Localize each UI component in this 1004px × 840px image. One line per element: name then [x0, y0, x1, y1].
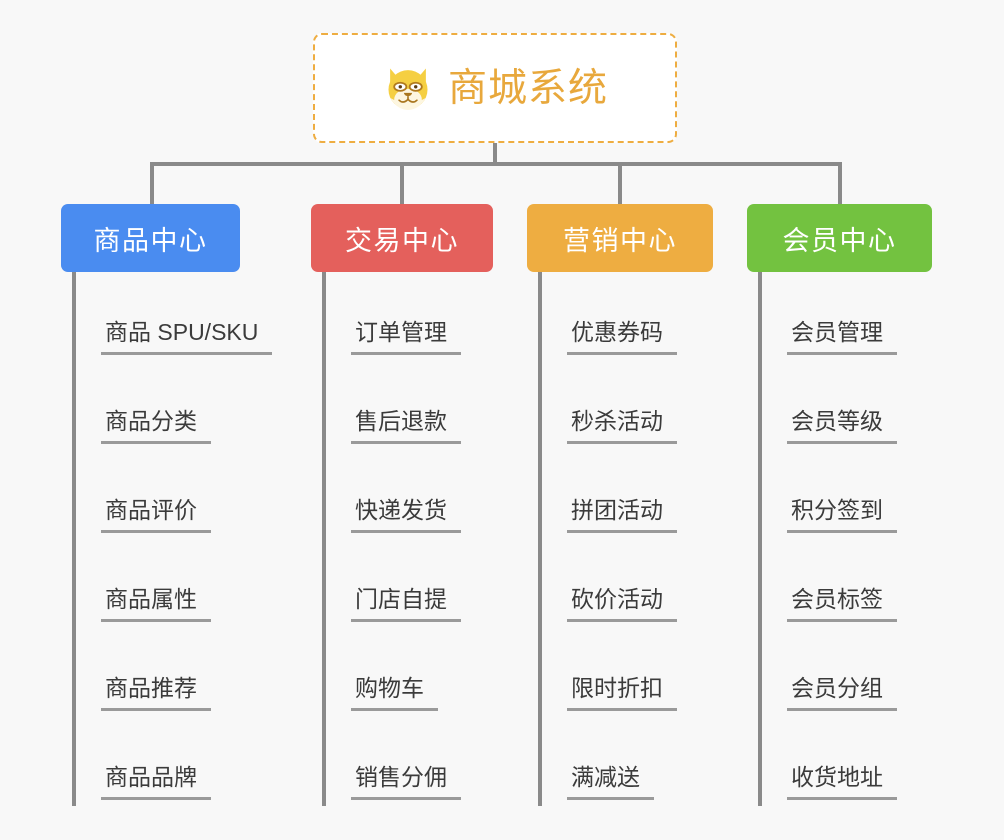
leaf-label: 门店自提 [351, 586, 461, 622]
branch-column-1: 交易中心 订单管理 售后退款 快递发货 门店自提 购物车 销售分佣 [311, 204, 493, 806]
branch-header-2[interactable]: 营销中心 [527, 204, 713, 272]
leaf-label: 秒杀活动 [567, 408, 677, 444]
leaf-item[interactable]: 优惠券码 [527, 272, 713, 361]
connector-bus [150, 162, 842, 166]
leaf-item[interactable]: 会员管理 [747, 272, 932, 361]
branch-header-label: 营销中心 [563, 225, 677, 256]
connector-drop-1 [150, 162, 154, 206]
leaf-item[interactable]: 会员分组 [747, 628, 932, 717]
leaf-item[interactable]: 订单管理 [311, 272, 493, 361]
leaf-item[interactable]: 门店自提 [311, 539, 493, 628]
leaf-item[interactable]: 购物车 [311, 628, 493, 717]
leaf-label: 拼团活动 [567, 497, 677, 533]
leaf-label: 限时折扣 [567, 675, 677, 711]
branch-header-3[interactable]: 会员中心 [747, 204, 932, 272]
leaf-item[interactable]: 会员等级 [747, 361, 932, 450]
branch-header-1[interactable]: 交易中心 [311, 204, 493, 272]
leaf-label: 会员标签 [787, 586, 897, 622]
branch-header-label: 会员中心 [782, 225, 897, 256]
leaf-item[interactable]: 商品推荐 [61, 628, 272, 717]
leaf-label: 销售分佣 [351, 764, 461, 800]
leaf-list-0: 商品 SPU/SKU 商品分类 商品评价 商品属性 商品推荐 商品品牌 [61, 272, 273, 806]
branch-header-0[interactable]: 商品中心 [61, 204, 240, 272]
root-title: 商城系统 [447, 66, 608, 110]
leaf-item[interactable]: 满减送 [527, 717, 713, 806]
leaf-item[interactable]: 售后退款 [311, 361, 493, 450]
leaf-label: 订单管理 [351, 319, 461, 355]
leaf-label: 会员管理 [787, 319, 897, 355]
leaf-item[interactable]: 商品分类 [61, 361, 272, 450]
leaf-list-1: 订单管理 售后退款 快递发货 门店自提 购物车 销售分佣 [311, 272, 493, 806]
leaf-item[interactable]: 商品评价 [61, 450, 272, 539]
branch-spine-0 [72, 272, 76, 806]
leaf-list-2: 优惠券码 秒杀活动 拼团活动 砍价活动 限时折扣 满减送 [527, 272, 713, 806]
connector-root-stem [493, 143, 497, 164]
branch-spine-2 [538, 272, 542, 806]
leaf-label: 优惠券码 [567, 319, 677, 355]
branch-column-3: 会员中心 会员管理 会员等级 积分签到 会员标签 会员分组 收货地址 [747, 204, 932, 806]
root-node[interactable]: 商城系统 [313, 33, 677, 143]
leaf-label: 售后退款 [351, 408, 461, 444]
leaf-label: 会员等级 [787, 408, 897, 444]
leaf-item[interactable]: 收货地址 [747, 717, 932, 806]
leaf-label: 商品分类 [101, 408, 211, 444]
leaf-label: 商品评价 [101, 497, 211, 533]
leaf-label: 砍价活动 [567, 586, 677, 622]
leaf-label: 满减送 [567, 764, 654, 800]
leaf-label: 商品属性 [101, 586, 211, 622]
leaf-label: 收货地址 [787, 764, 897, 800]
leaf-item[interactable]: 商品属性 [61, 539, 272, 628]
leaf-item[interactable]: 销售分佣 [311, 717, 493, 806]
leaf-item[interactable]: 快递发货 [311, 450, 493, 539]
leaf-label: 商品品牌 [101, 764, 211, 800]
leaf-item[interactable]: 会员标签 [747, 539, 932, 628]
leaf-label: 商品推荐 [101, 675, 211, 711]
leaf-item[interactable]: 商品 SPU/SKU [61, 272, 273, 361]
branch-spine-3 [758, 272, 762, 806]
leaf-label: 会员分组 [787, 675, 897, 711]
leaf-label: 积分签到 [787, 497, 897, 533]
leaf-label: 商品 SPU/SKU [101, 319, 273, 355]
leaf-item[interactable]: 限时折扣 [527, 628, 713, 717]
branch-header-label: 交易中心 [345, 225, 459, 256]
leaf-item[interactable]: 商品品牌 [61, 717, 272, 806]
leaf-list-3: 会员管理 会员等级 积分签到 会员标签 会员分组 收货地址 [747, 272, 932, 806]
leaf-item[interactable]: 秒杀活动 [527, 361, 713, 450]
shiba-inu-face-icon [388, 68, 428, 110]
leaf-item[interactable]: 积分签到 [747, 450, 932, 539]
leaf-label: 购物车 [351, 675, 438, 711]
branch-column-2: 营销中心 优惠券码 秒杀活动 拼团活动 砍价活动 限时折扣 满减送 [527, 204, 713, 806]
leaf-item[interactable]: 拼团活动 [527, 450, 713, 539]
leaf-item[interactable]: 砍价活动 [527, 539, 713, 628]
branch-spine-1 [322, 272, 326, 806]
branch-column-0: 商品中心 商品 SPU/SKU 商品分类 商品评价 商品属性 商品推荐 商品品牌 [61, 204, 273, 806]
connector-drop-2 [400, 162, 404, 206]
branch-header-label: 商品中心 [93, 225, 208, 256]
connector-drop-3 [618, 162, 622, 206]
connector-drop-4 [838, 162, 842, 206]
leaf-label: 快递发货 [351, 497, 461, 533]
